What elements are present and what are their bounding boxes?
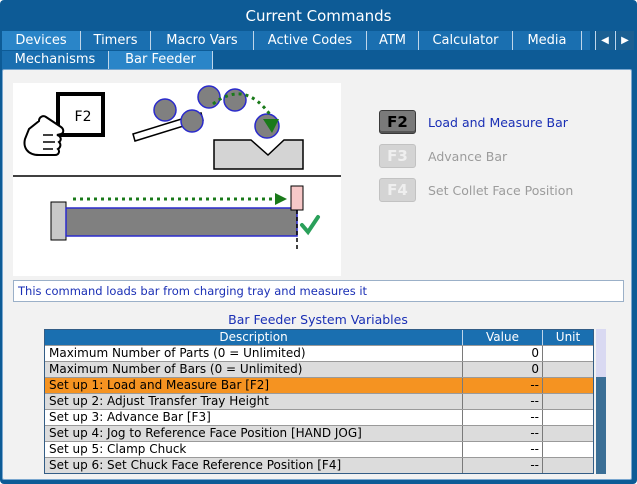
table-row[interactable]: Set up 4: Jog to Reference Face Position… (45, 425, 593, 441)
sub-tabs: Mechanisms Bar Feeder (2, 51, 213, 69)
table-scrollbar[interactable] (596, 329, 606, 474)
table-row-selected[interactable]: Set up 1: Load and Measure Bar [F2] -- (45, 377, 593, 393)
table-row[interactable]: Set up 3: Advance Bar [F3] -- (45, 409, 593, 425)
row-value[interactable]: 0 (463, 362, 543, 377)
row-unit (543, 426, 593, 441)
tab-active-codes[interactable]: Active Codes (254, 31, 367, 50)
row-unit (543, 362, 593, 377)
row-description: Set up 4: Jog to Reference Face Position… (45, 426, 463, 441)
tab-media[interactable]: Media (513, 31, 582, 50)
row-unit (543, 410, 593, 425)
triangle-left-icon: ◀ (601, 35, 609, 46)
row-description: Maximum Number of Parts (0 = Unlimited) (45, 346, 463, 361)
f3-key-button[interactable]: F3 (379, 144, 416, 168)
f2-key-button[interactable]: F2 (379, 110, 416, 134)
tab-scroll-left-button[interactable]: ◀ (595, 31, 614, 50)
tab-macro-vars[interactable]: Macro Vars (151, 31, 254, 50)
row-unit (543, 458, 593, 473)
command-message: This command loads bar from charging tra… (13, 280, 624, 302)
tab-atm[interactable]: ATM (367, 31, 419, 50)
tab-devices[interactable]: Devices (2, 31, 81, 50)
tab-scroll-right-button[interactable]: ▶ (615, 31, 634, 50)
row-value[interactable]: -- (463, 442, 543, 457)
table-row[interactable]: Set up 5: Clamp Chuck -- (45, 441, 593, 457)
command-load-measure-bar[interactable]: F2 Load and Measure Bar (379, 110, 568, 134)
main-tabs: Devices Timers Macro Vars Active Codes A… (2, 31, 590, 50)
table-scrollbar-thumb[interactable] (596, 377, 606, 474)
command-advance-bar[interactable]: F3 Advance Bar (379, 144, 507, 168)
subtab-bar-feeder[interactable]: Bar Feeder (109, 51, 213, 69)
command-label: Load and Measure Bar (428, 114, 568, 130)
bar-feeder-illustration: F2 (13, 83, 341, 276)
table-row[interactable]: Set up 2: Adjust Transfer Tray Height -- (45, 393, 593, 409)
row-unit (543, 378, 593, 393)
table-row[interactable]: Maximum Number of Bars (0 = Unlimited) 0 (45, 361, 593, 377)
check-icon (300, 215, 320, 236)
row-unit (543, 442, 593, 457)
column-header-unit[interactable]: Unit (555, 330, 581, 344)
row-description: Set up 2: Adjust Transfer Tray Height (45, 394, 463, 409)
row-description: Set up 3: Advance Bar [F3] (45, 410, 463, 425)
bar-feeder-diagram: F2 (13, 85, 341, 252)
column-header-value[interactable]: Value (463, 330, 543, 345)
command-label: Set Collet Face Position (428, 182, 574, 198)
row-value[interactable]: -- (463, 410, 543, 425)
row-unit (543, 346, 593, 361)
subtab-mechanisms[interactable]: Mechanisms (2, 51, 109, 69)
table-header: Description Value Unit (45, 330, 593, 345)
row-value[interactable]: 0 (463, 346, 543, 361)
row-value[interactable]: -- (463, 394, 543, 409)
triangle-right-icon: ▶ (621, 35, 629, 46)
table-row[interactable]: Set up 6: Set Chuck Face Reference Posit… (45, 457, 593, 473)
row-description: Set up 5: Clamp Chuck (45, 442, 463, 457)
tab-timers[interactable]: Timers (81, 31, 151, 50)
row-value[interactable]: -- (463, 458, 543, 473)
tab-calculator[interactable]: Calculator (419, 31, 513, 50)
row-description: Set up 1: Load and Measure Bar [F2] (45, 378, 463, 393)
window-title: Current Commands (245, 7, 392, 25)
table-row[interactable]: Maximum Number of Parts (0 = Unlimited) … (45, 345, 593, 361)
row-description: Maximum Number of Bars (0 = Unlimited) (45, 362, 463, 377)
system-variables-table: Description Value Unit Maximum Number of… (44, 329, 594, 474)
row-value[interactable]: -- (463, 378, 543, 393)
column-header-description[interactable]: Description (45, 330, 463, 345)
f4-key-button[interactable]: F4 (379, 178, 416, 202)
bar-feeder-panel: F2 (2, 69, 632, 480)
tab-overflow[interactable] (582, 31, 590, 50)
row-value[interactable]: -- (463, 426, 543, 441)
row-unit (543, 394, 593, 409)
command-label: Advance Bar (428, 148, 508, 164)
command-set-collet-face-position[interactable]: F4 Set Collet Face Position (379, 178, 573, 202)
hand-key-label: F2 (75, 109, 92, 125)
table-title: Bar Feeder System Variables (228, 312, 408, 327)
row-description: Set up 6: Set Chuck Face Reference Posit… (45, 458, 463, 473)
pointing-hand-icon: F2 (23, 92, 105, 156)
